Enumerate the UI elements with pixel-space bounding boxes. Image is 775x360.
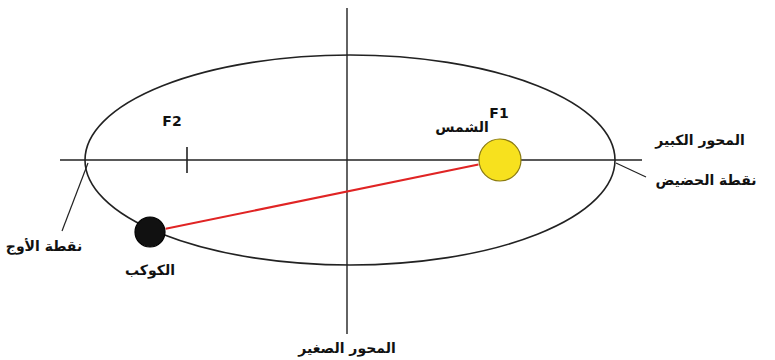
point-label: نقطة الأوج bbox=[6, 238, 82, 255]
radius-line bbox=[166, 164, 479, 228]
sun-circle: الشمس bbox=[478, 138, 522, 182]
leader-line bbox=[62, 163, 88, 231]
axis-label: المحور الكبير bbox=[655, 132, 745, 149]
node-label: الكوكب bbox=[125, 262, 175, 279]
leader-line bbox=[616, 163, 646, 177]
focus-label: F2 bbox=[162, 113, 181, 130]
planet-circle: الكوكب bbox=[134, 216, 166, 248]
node-label: الشمس bbox=[435, 119, 488, 136]
sun-circle-shape bbox=[478, 138, 522, 182]
planet-circle-shape bbox=[134, 216, 166, 248]
focus-tick bbox=[186, 147, 188, 173]
axis-label: المحور الصغير bbox=[298, 340, 395, 357]
major-axis bbox=[60, 159, 642, 160]
point-label: نقطة الحضيض bbox=[655, 172, 756, 189]
focus-label: F1 bbox=[489, 105, 508, 122]
minor-axis bbox=[346, 8, 347, 334]
